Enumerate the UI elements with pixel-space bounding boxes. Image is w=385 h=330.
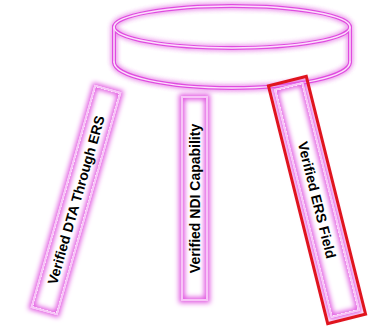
stool-leg: Verified NDI Capability: [181, 96, 208, 301]
leg-label: Verified ERS Field: [296, 140, 339, 260]
stool-leg: Verified DTA Through ERS: [31, 85, 122, 316]
leg-label: Verified NDI Capability: [187, 123, 201, 272]
stool-leg: Verified ERS Field: [274, 82, 360, 318]
leg-label: Verified DTA Through ERS: [45, 114, 107, 286]
